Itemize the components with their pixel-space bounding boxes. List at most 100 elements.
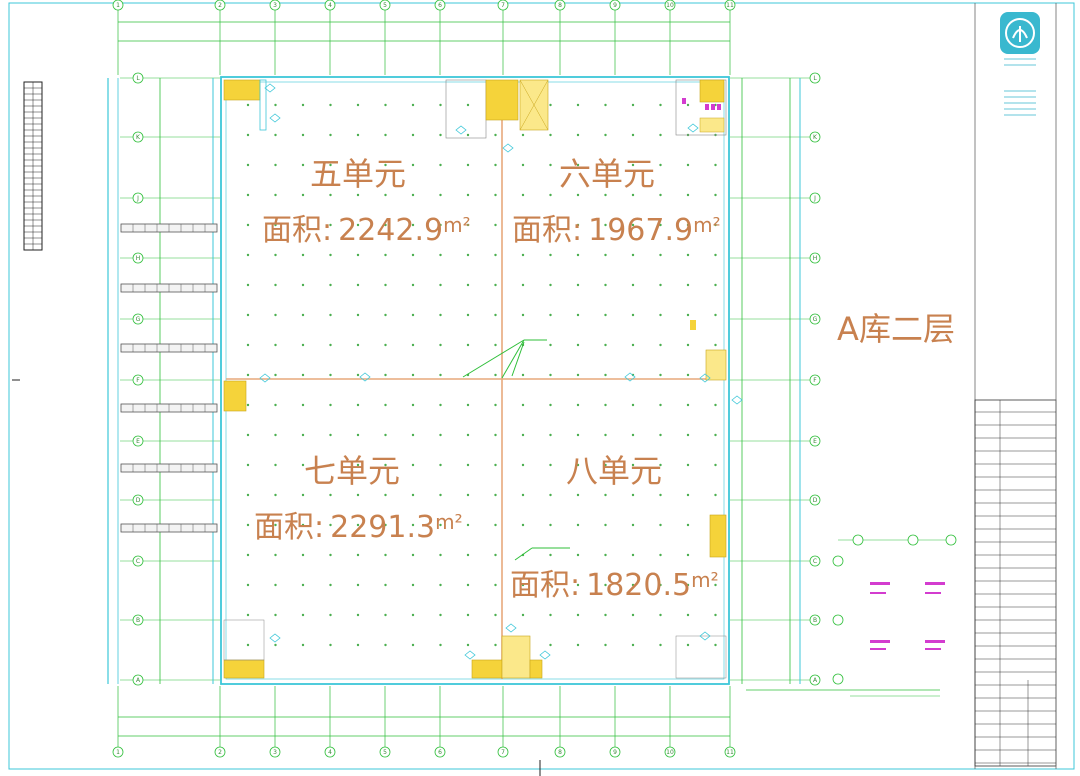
column-dot	[631, 223, 635, 227]
column-dot	[439, 343, 442, 347]
column-dot	[246, 463, 250, 467]
axis-bubble: 6	[434, 0, 446, 11]
column-dot	[466, 313, 470, 317]
column-dot	[466, 643, 470, 647]
unit-8-area: 面积:1820.5m²	[510, 568, 719, 603]
column-dot	[274, 613, 277, 617]
svg-text:7: 7	[501, 2, 505, 9]
svg-text:4: 4	[328, 2, 332, 9]
axis-bubble: A	[809, 674, 821, 686]
column-dot	[494, 613, 497, 617]
column-dot	[576, 433, 580, 437]
door-icon	[269, 113, 281, 123]
column-dot	[631, 193, 635, 197]
column-dot	[246, 313, 250, 317]
svg-text:8: 8	[558, 749, 562, 756]
svg-text:4: 4	[328, 749, 332, 756]
column-dot	[356, 403, 360, 407]
column-dot	[246, 373, 250, 377]
svg-text:C: C	[813, 558, 817, 565]
column-dot	[521, 433, 525, 437]
column-dot	[274, 253, 277, 257]
column-dot	[576, 553, 580, 557]
column-dot	[494, 193, 497, 197]
column-dot	[494, 133, 497, 137]
axis-bubble: 2	[214, 746, 226, 758]
axis-bubble: G	[809, 313, 821, 325]
column-dot	[576, 223, 580, 227]
column-dot	[549, 493, 552, 497]
column-dot	[466, 343, 470, 347]
column-dot	[714, 643, 717, 647]
axis-bubble: 4	[324, 0, 336, 11]
column-dot	[494, 523, 497, 527]
column-dot	[246, 403, 250, 407]
column-dot	[576, 253, 580, 257]
column-dot	[494, 433, 497, 437]
column-dot	[549, 553, 552, 557]
column-dot	[494, 313, 497, 317]
axis-bubble: 10	[664, 0, 676, 11]
column-dot	[686, 343, 690, 347]
column-dot	[714, 583, 717, 587]
axis-bubble: 7	[497, 0, 509, 11]
column-dot	[439, 103, 442, 107]
column-dot	[604, 313, 607, 317]
column-dot	[604, 103, 607, 107]
column-dot	[246, 583, 250, 587]
svg-text:F: F	[136, 377, 140, 384]
column-dot	[659, 433, 662, 437]
svg-text:G: G	[813, 316, 818, 323]
right-dock	[741, 78, 801, 684]
column-dot	[521, 313, 525, 317]
column-dot	[494, 373, 497, 377]
column-dot	[274, 493, 277, 497]
column-dot	[411, 133, 415, 137]
column-dot	[466, 253, 470, 257]
left-dock	[107, 78, 218, 684]
column-dot	[576, 163, 580, 167]
svg-text:6: 6	[438, 2, 442, 9]
column-dot	[604, 583, 607, 587]
column-dot	[411, 223, 415, 227]
column-dot	[686, 313, 690, 317]
axis-bubble: J	[809, 192, 821, 204]
svg-text:G: G	[136, 316, 141, 323]
column-dot	[494, 283, 497, 287]
svg-text:H: H	[813, 255, 818, 262]
svg-text:3: 3	[273, 2, 277, 9]
svg-text:10: 10	[666, 749, 674, 756]
column-dot	[439, 613, 442, 617]
column-dot	[659, 583, 662, 587]
column-dot	[659, 463, 662, 467]
column-dot	[714, 223, 717, 227]
column-dot	[411, 193, 415, 197]
column-dot	[329, 253, 332, 257]
column-dot	[521, 583, 525, 587]
axis-bubble: F	[809, 374, 821, 386]
column-dot	[329, 463, 332, 467]
column-dot	[246, 523, 250, 527]
door-icon	[539, 650, 551, 660]
column-dot	[549, 313, 552, 317]
column-dot	[301, 133, 305, 137]
door-icon	[699, 631, 711, 641]
column-dot	[604, 253, 607, 257]
column-dot	[356, 433, 360, 437]
column-dot	[521, 523, 525, 527]
door-icon	[505, 623, 517, 633]
column-dot	[274, 523, 277, 527]
column-dot	[714, 253, 717, 257]
column-dot	[274, 583, 277, 587]
column-dot	[576, 523, 580, 527]
column-dot	[714, 163, 717, 167]
column-dot	[631, 163, 635, 167]
column-dot	[549, 583, 552, 587]
column-dot	[521, 493, 525, 497]
door-icon	[502, 143, 514, 153]
svg-text:11: 11	[726, 2, 734, 9]
column-dot	[714, 403, 717, 407]
column-dot	[631, 493, 635, 497]
axis-bubble: C	[809, 555, 821, 567]
column-dot	[411, 373, 415, 377]
